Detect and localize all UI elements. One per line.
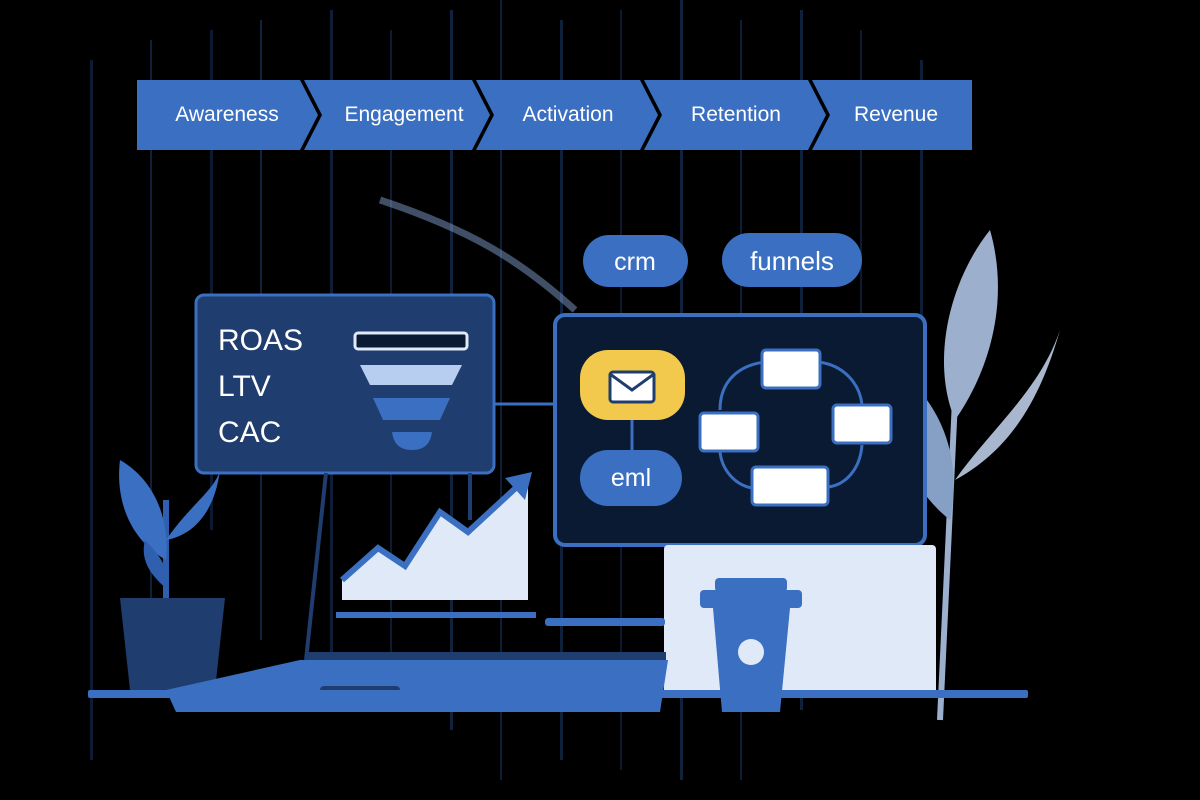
metric-cac: CAC: [218, 416, 281, 449]
pipeline-banner: Awareness Engagement Activation Retentio…: [137, 80, 972, 150]
stage-engagement[interactable]: Engagement: [304, 80, 490, 150]
stage-retention[interactable]: Retention: [644, 80, 826, 150]
keyboard-strip: [545, 618, 665, 626]
workflow-cycle-icon: [698, 348, 893, 507]
tag-eml[interactable]: eml: [580, 450, 682, 506]
tag-funnels[interactable]: funnels: [722, 233, 862, 287]
flow-curve: [378, 196, 578, 313]
coffee-cup-icon: [700, 578, 802, 712]
stage-revenue[interactable]: Revenue: [812, 80, 972, 150]
laptop-icon: [166, 652, 668, 712]
monitor-stand: [304, 472, 472, 661]
metric-ltv: LTV: [218, 370, 271, 403]
stage-label: Activation: [522, 103, 613, 126]
potted-plant-icon: [119, 460, 225, 690]
desk-surface: [88, 690, 1028, 698]
metrics-panel: ROAS LTV CAC: [194, 293, 496, 475]
stage-activation[interactable]: Activation: [476, 80, 658, 150]
dashboard-monitor: eml: [553, 313, 927, 547]
tag-label: eml: [611, 464, 651, 492]
mail-icon[interactable]: [580, 350, 685, 420]
stage-label: Revenue: [854, 103, 938, 126]
stage-awareness[interactable]: Awareness: [137, 80, 318, 150]
funnel-icon: [353, 331, 469, 450]
stage-label: Awareness: [175, 103, 279, 126]
tag-label: funnels: [750, 246, 834, 276]
stage-label: Engagement: [344, 103, 463, 126]
stage-label: Retention: [691, 103, 781, 126]
tag-label: crm: [614, 248, 656, 276]
tag-crm[interactable]: crm: [583, 235, 688, 287]
trend-chart-icon: [336, 472, 536, 618]
metric-roas: ROAS: [218, 324, 303, 357]
laptop-screen-right: [664, 545, 936, 695]
